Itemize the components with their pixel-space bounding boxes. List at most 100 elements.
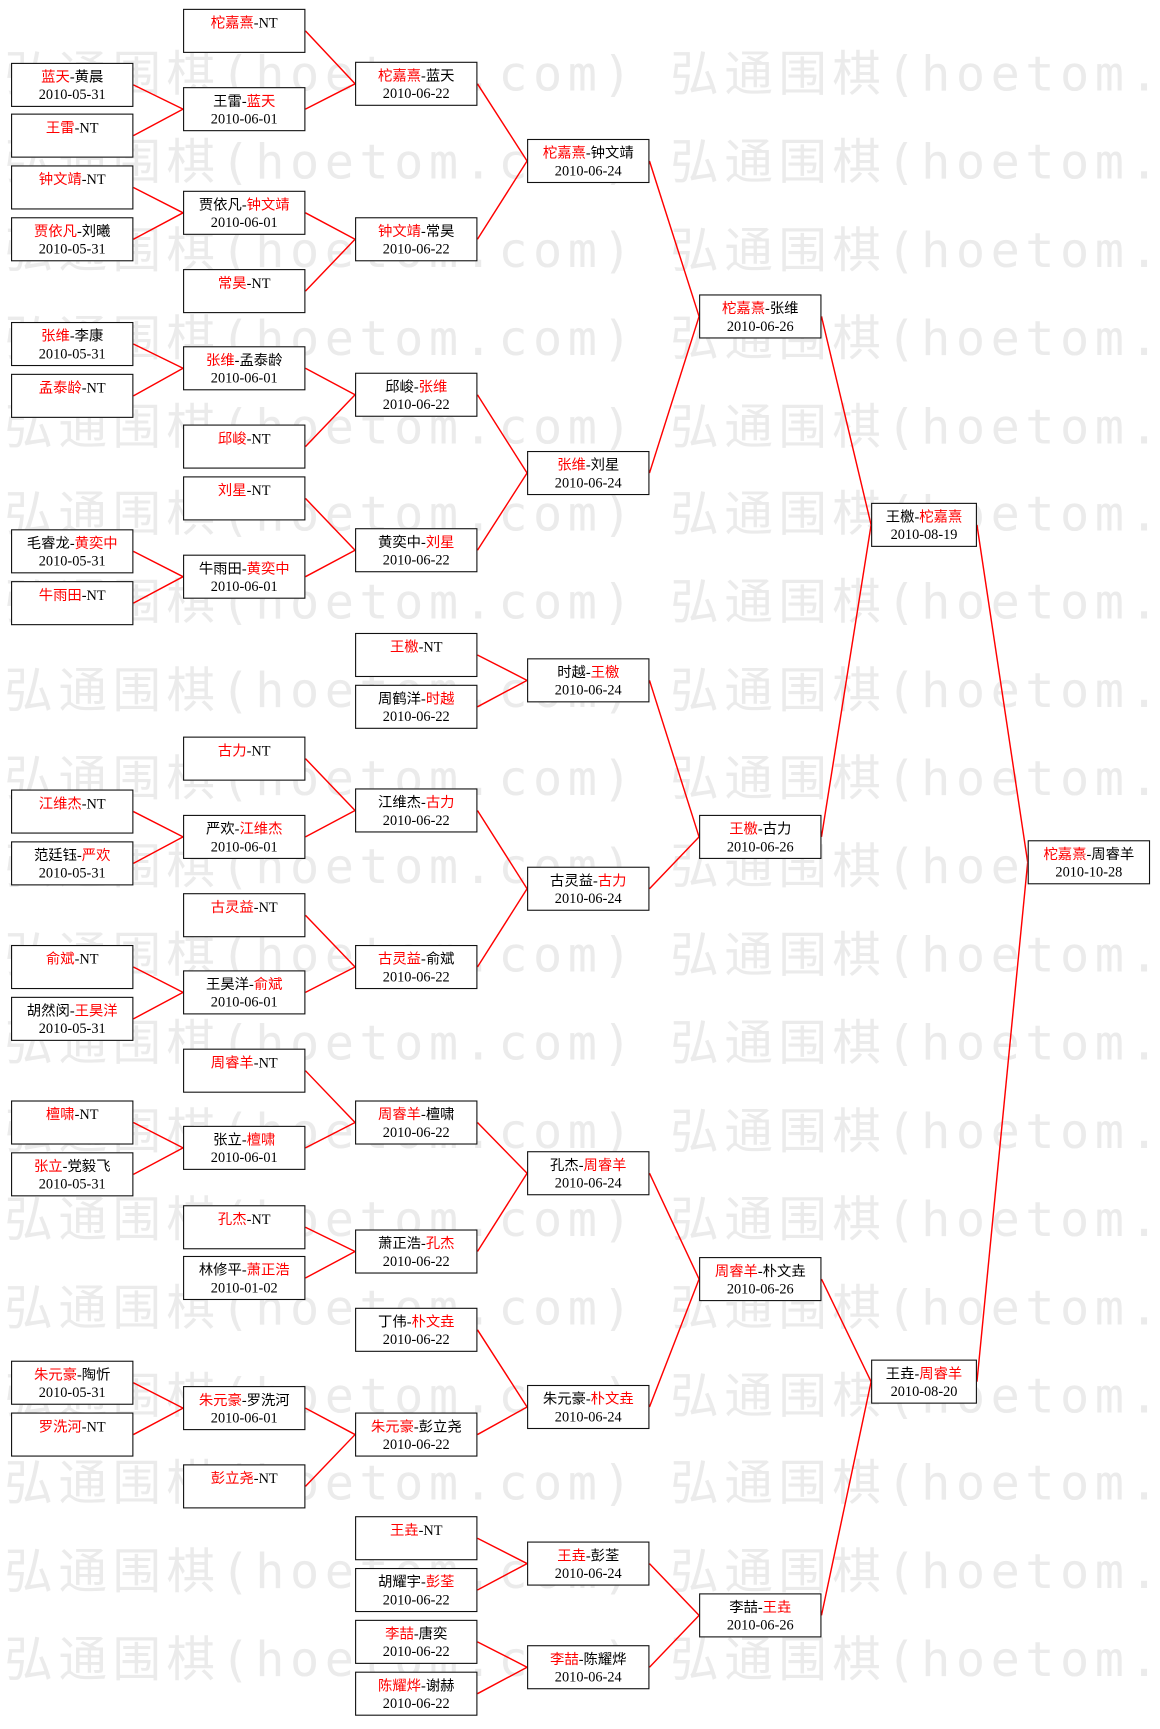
winner-name: 邱峻 [217, 430, 247, 447]
connector-line [305, 212, 356, 240]
winner-name: 江维杰 [38, 795, 82, 812]
watermark-text: 弘通围棋(hoetom.com) [670, 399, 1160, 456]
player-name: 陶忻 [81, 1366, 111, 1383]
winner-name: 王垚 [557, 1547, 586, 1564]
winner-name: 彭荃 [425, 1573, 455, 1591]
player-name: NT [258, 898, 278, 916]
player-name: 黄奕中 [378, 533, 422, 551]
winner-name: 罗洗河 [38, 1418, 82, 1435]
player-name: 贾依凡 [198, 196, 242, 213]
player-name: 刘曦 [81, 222, 111, 240]
match-players: 彭立尧-NT [184, 1470, 304, 1488]
player-name: 胡耀宇 [378, 1573, 422, 1591]
connector-line [305, 809, 356, 838]
connector-line [820, 524, 872, 838]
player-name: 江维杰 [378, 793, 422, 811]
name-separator: - [421, 67, 426, 84]
match-players: 柁嘉熹-钟文靖 [528, 144, 648, 162]
name-separator: - [246, 274, 252, 292]
match-box: 钟文靖-NT [11, 165, 134, 210]
winner-name: 朴文垚 [590, 1390, 634, 1407]
winner-name: 刘星 [425, 533, 455, 551]
watermark-text: 弘通围棋(hoetom.com) [670, 1631, 1160, 1689]
name-separator: - [81, 586, 87, 604]
match-date: 2010-06-01 [210, 838, 278, 855]
watermark-row: 弘通围棋(hoetom.com)弘通围棋(hoetom.com) [4, 1457, 1160, 1511]
winner-name: 古力 [217, 742, 247, 759]
match-players: 王雷-NT [12, 119, 132, 137]
match-players: 孔杰-NT [184, 1211, 304, 1229]
match-players: 钟文靖-NT [12, 171, 132, 189]
player-name: NT [423, 638, 443, 655]
winner-name: 古灵益 [210, 898, 254, 916]
match-players: 古灵益-俞斌 [356, 950, 476, 968]
match-date: 2010-05-31 [38, 345, 106, 362]
connector-line [304, 30, 356, 85]
match-date: 2010-06-22 [382, 1591, 450, 1608]
winner-name: 王垚 [389, 1521, 419, 1539]
match-players: 胡耀宇-彭荃 [356, 1573, 476, 1591]
player-name: 王垚 [885, 1365, 915, 1382]
connector-line [133, 1382, 184, 1409]
name-separator: - [241, 92, 247, 110]
player-name: NT [251, 742, 271, 759]
name-separator: - [585, 456, 591, 474]
match-players: 王檄-古力 [700, 820, 820, 838]
name-separator: - [914, 508, 920, 525]
player-name: 常昊 [425, 222, 455, 240]
connector-line [133, 108, 184, 137]
connector-line [648, 1614, 700, 1668]
winner-name: 常昊 [217, 274, 247, 292]
name-separator: - [421, 950, 426, 968]
connector-line [820, 1381, 872, 1616]
match-players: 萧正浩-孔杰 [356, 1235, 476, 1253]
winner-name: 李喆 [385, 1625, 414, 1642]
match-players: 毛睿龙-黄奕中 [12, 535, 132, 553]
winner-name: 严欢 [81, 846, 111, 864]
winner-name: 蓝天 [41, 68, 70, 85]
winner-name: 牛雨田 [38, 586, 82, 604]
name-separator: - [578, 1156, 584, 1174]
watermark-text: 弘通围棋(hoetom.com) [4, 1280, 638, 1337]
match-players: 张维-刘星 [528, 457, 648, 475]
player-name: NT [86, 170, 106, 188]
connector-line [304, 1070, 356, 1124]
match-box: 孔杰-NT [183, 1205, 306, 1250]
match-date: 2010-05-31 [38, 1019, 106, 1037]
match-players: 贾依凡-刘曦 [12, 223, 132, 241]
connector-line [304, 497, 356, 551]
match-players: 李喆-唐奕 [356, 1625, 476, 1643]
player-name: 李康 [74, 327, 104, 345]
match-players: 罗洗河-NT [12, 1418, 132, 1436]
match-date: 2010-06-22 [382, 1252, 450, 1270]
name-separator: - [69, 1002, 75, 1019]
match-date: 2010-05-31 [38, 552, 106, 569]
match-date: 2010-06-01 [210, 369, 278, 386]
player-name: NT [86, 1418, 106, 1435]
winner-name: 古力 [597, 872, 627, 889]
match-players: 王雷-蓝天 [184, 93, 304, 111]
connector-line [477, 1666, 528, 1695]
winner-name: 钟文靖 [38, 170, 82, 188]
winner-name: 柁嘉熹 [378, 67, 422, 84]
match-date: 2010-06-24 [554, 474, 622, 491]
winner-name: 柁嘉熹 [210, 14, 254, 31]
winner-name: 王檄 [590, 663, 620, 681]
match-date: 2010-06-26 [726, 317, 794, 335]
match-players: 张立-檀啸 [184, 1131, 304, 1149]
player-name: 唐奕 [418, 1625, 448, 1642]
player-name: 朱元豪 [542, 1390, 586, 1407]
player-name: 王昊洋 [205, 975, 250, 993]
match-players: 邱峻-张维 [356, 378, 476, 396]
match-players: 张维-孟泰龄 [184, 352, 304, 370]
winner-name: 张维 [41, 327, 70, 345]
